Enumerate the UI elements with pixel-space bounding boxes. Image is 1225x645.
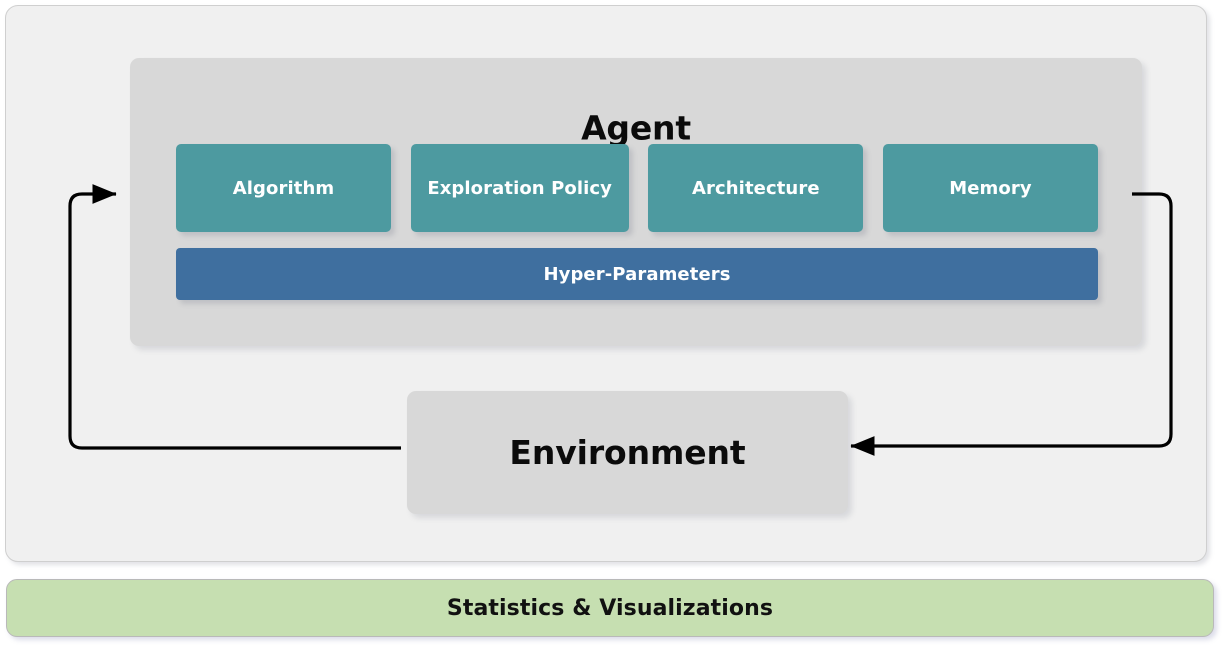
agent-component-memory[interactable]: Memory [882, 144, 1098, 232]
agent-component-label: Memory [949, 177, 1032, 199]
agent-panel: Agent Algorithm Exploration Policy Archi… [130, 58, 1142, 346]
hyper-parameters-label: Hyper-Parameters [543, 263, 731, 285]
agent-title: Agent [581, 108, 691, 148]
agent-component-label: Exploration Policy [427, 177, 612, 199]
agent-component-exploration-policy[interactable]: Exploration Policy [410, 144, 629, 232]
agent-component-label: Algorithm [232, 177, 335, 199]
environment-label: Environment [509, 433, 746, 472]
statistics-visualizations-label: Statistics & Visualizations [446, 595, 774, 621]
agent-component-algorithm[interactable]: Algorithm [176, 144, 391, 232]
rl-loop-panel: Agent Algorithm Exploration Policy Archi… [5, 5, 1207, 562]
agent-component-architecture[interactable]: Architecture [648, 144, 864, 232]
agent-component-label: Architecture [691, 177, 820, 199]
statistics-visualizations-bar[interactable]: Statistics & Visualizations [6, 579, 1214, 637]
hyper-parameters-bar[interactable]: Hyper-Parameters [176, 248, 1098, 300]
environment-panel: Environment [407, 391, 848, 514]
agent-component-row: Algorithm Exploration Policy Architectur… [176, 144, 1098, 232]
